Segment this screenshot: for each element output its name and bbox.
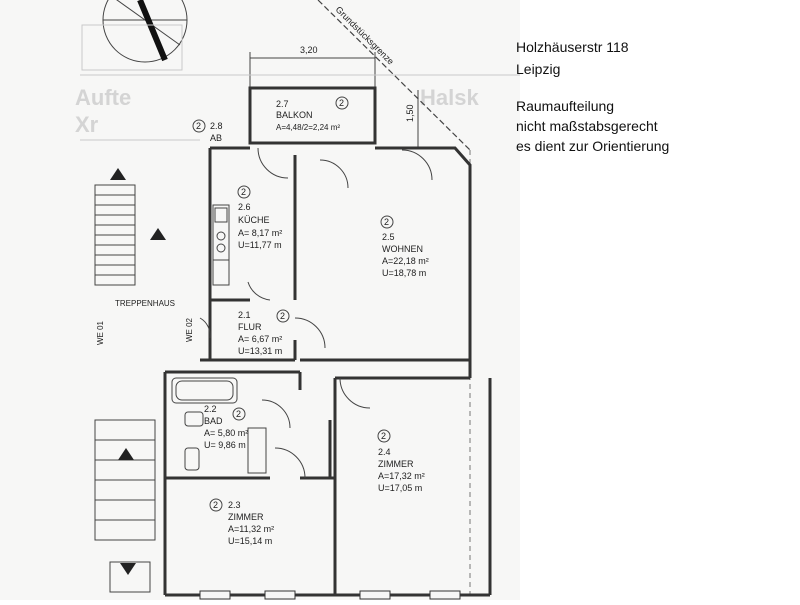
room-name: KÜCHE xyxy=(238,215,270,225)
notes-line-1: nicht maßstabsgerecht xyxy=(516,118,658,134)
room-area: A=4,48/2=2,24 m² xyxy=(276,123,340,132)
ghost-text: Aufte xyxy=(75,85,131,110)
boundary-label: Grundstücksgrenze xyxy=(334,4,396,66)
room-circle: 2 xyxy=(339,98,344,108)
room-kueche: 2 2.6 KÜCHE A= 8,17 m² U=11,77 m xyxy=(238,187,282,250)
room-name: BAD xyxy=(204,416,223,426)
room-circle: 2 xyxy=(196,121,201,131)
room-balkon: 2 2.7 BALKON A=4,48/2=2,24 m² xyxy=(276,98,344,132)
room-name: AB xyxy=(210,133,222,143)
staircase xyxy=(94,168,166,593)
room-perimeter: U=13,31 m xyxy=(238,346,282,356)
room-ab: 2 2.8 AB xyxy=(196,121,223,143)
floor-plan-drawing: Aufte Halsk Xr Grundstücksgrenze 3,20 1,… xyxy=(75,0,520,600)
address-city: Leipzig xyxy=(516,61,561,77)
room-circle: 2 xyxy=(381,431,386,441)
ghost-text: Xr xyxy=(75,112,99,137)
notes-heading: Raumaufteilung xyxy=(516,98,615,114)
room-bad: 2 2.2 BAD A= 5,80 m² U= 9,86 m xyxy=(204,404,248,450)
room-id: 2.3 xyxy=(228,500,241,510)
room-id: 2.7 xyxy=(276,99,289,109)
address-street: Holzhäuserstr 118 xyxy=(516,39,629,55)
room-area: A= 6,67 m² xyxy=(238,334,282,344)
room-circle: 2 xyxy=(213,500,218,510)
room-id: 2.8 xyxy=(210,121,223,131)
room-markers xyxy=(192,96,394,512)
room-circle: 2 xyxy=(280,311,285,321)
apartment-walls xyxy=(163,86,492,597)
room-circle: 2 xyxy=(236,409,241,419)
room-name: ZIMMER xyxy=(378,459,414,469)
bathtub xyxy=(171,377,238,404)
room-id: 2.4 xyxy=(378,447,391,457)
room-flur: 2 2.1 FLUR A= 6,67 m² U=13,31 m xyxy=(238,310,285,356)
room-perimeter: U=11,77 m xyxy=(238,240,282,250)
ghost-text: Halsk xyxy=(420,85,479,110)
kitchen-counter xyxy=(212,204,230,286)
room-id: 2.5 xyxy=(382,232,395,242)
side-label-we01: WE 01 xyxy=(96,320,105,345)
room-area: A=22,18 m² xyxy=(382,256,429,266)
dimension-width: 3,20 xyxy=(300,45,318,55)
room-area: A= 5,80 m² xyxy=(204,428,248,438)
room-area: A=17,32 m² xyxy=(378,471,425,481)
room-id: 2.2 xyxy=(204,404,217,414)
room-id: 2.1 xyxy=(238,310,251,320)
room-zimmer-2-4: 2 2.4 ZIMMER A=17,32 m² U=17,05 m xyxy=(378,431,425,493)
room-wohnen: 2 2.5 WOHNEN A=22,18 m² U=18,78 m xyxy=(382,217,429,278)
room-area: A= 8,17 m² xyxy=(238,228,282,238)
door-swings xyxy=(199,147,433,479)
room-name: FLUR xyxy=(238,322,262,332)
room-perimeter: U=15,14 m xyxy=(228,536,272,546)
bathroom-fixtures xyxy=(184,411,267,474)
balcony-outline xyxy=(248,86,377,145)
compass-icon xyxy=(102,0,188,63)
stair-label: TREPPENHAUS xyxy=(115,299,175,308)
windows xyxy=(199,590,461,600)
room-name: ZIMMER xyxy=(228,512,264,522)
room-circle: 2 xyxy=(241,187,246,197)
room-perimeter: U= 9,86 m xyxy=(204,440,246,450)
floor-plan: Aufte Halsk Xr Grundstücksgrenze 3,20 1,… xyxy=(75,0,520,600)
room-area: A=11,32 m² xyxy=(228,524,274,534)
room-name: BALKON xyxy=(276,110,313,120)
dimension-height: 1,50 xyxy=(405,104,415,122)
room-perimeter: U=18,78 m xyxy=(382,268,426,278)
notes-line-2: es dient zur Orientierung xyxy=(516,138,670,154)
side-label-we02: WE 02 xyxy=(185,317,194,342)
room-perimeter: U=17,05 m xyxy=(378,483,422,493)
room-zimmer-2-3: 2 2.3 ZIMMER A=11,32 m² U=15,14 m xyxy=(213,500,274,546)
room-id: 2.6 xyxy=(238,202,251,212)
room-circle: 2 xyxy=(384,217,389,227)
room-name: WOHNEN xyxy=(382,244,423,254)
